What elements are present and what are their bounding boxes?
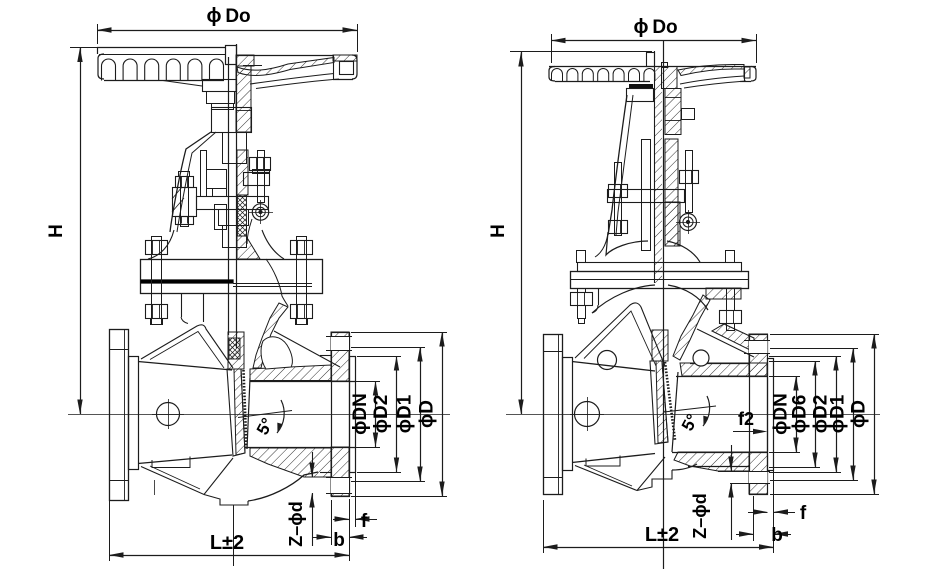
svg-text:b: b [771,525,783,546]
svg-text:ϕD: ϕD [849,400,870,428]
svg-text:ϕDN: ϕDN [771,393,792,435]
svg-text:ϕD6: ϕD6 [790,395,811,434]
svg-text:Do: Do [652,17,677,38]
svg-text:ϕD2: ϕD2 [811,395,832,434]
svg-text:H: H [46,224,67,238]
svg-text:f: f [800,503,807,524]
svg-text:ϕ: ϕ [207,5,222,27]
svg-text:ϕD2: ϕD2 [371,395,392,434]
svg-text:Do: Do [225,6,250,27]
svg-text:L±2: L±2 [210,532,244,554]
svg-text:ϕDN: ϕDN [350,393,371,435]
svg-text:L±2: L±2 [645,524,679,546]
svg-text:ϕD1: ϕD1 [828,394,849,433]
svg-text:ϕD: ϕD [417,400,438,428]
svg-text:f2: f2 [738,409,754,429]
svg-text:Z–ϕd: Z–ϕd [690,493,710,539]
svg-text:H: H [488,224,509,238]
svg-text:f: f [361,511,368,532]
svg-text:ϕ: ϕ [634,16,649,38]
svg-text:Z–ϕd: Z–ϕd [286,501,306,547]
svg-text:ϕD1: ϕD1 [395,394,416,433]
svg-text:b: b [333,530,345,551]
